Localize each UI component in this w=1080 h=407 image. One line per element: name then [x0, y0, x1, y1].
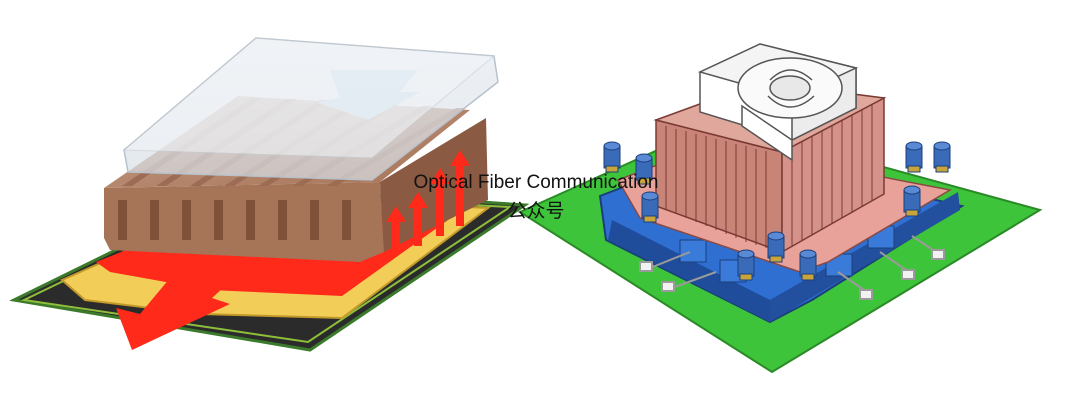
cooling-fan	[697, 43, 859, 162]
heatsink-fin-lines	[665, 104, 873, 248]
heatsink-fins	[118, 200, 351, 240]
mounting-screws	[603, 141, 951, 281]
heat-flow-arrow	[116, 276, 236, 350]
heatsink-fan-assembly	[517, 43, 1043, 374]
heat-rising-arrows	[386, 150, 470, 252]
probe-pins	[639, 235, 945, 300]
cross-section-heatsink	[9, 37, 530, 352]
